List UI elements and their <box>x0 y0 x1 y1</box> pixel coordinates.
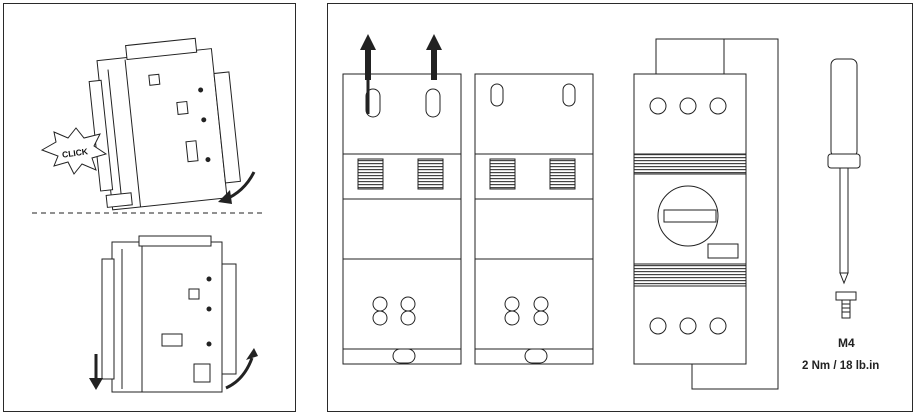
mounting-panel: CLICK <box>3 3 296 412</box>
screw-size-label: M4 <box>838 336 855 350</box>
up-arrow-icon <box>360 34 376 50</box>
down-arrow-icon <box>89 378 103 390</box>
installation-panel: M4 2 Nm / 18 lb.in <box>327 3 913 412</box>
click-burst-icon <box>40 127 108 175</box>
mounting-diagram <box>32 37 266 393</box>
tilted-device <box>88 37 241 211</box>
mounted-device <box>101 235 237 393</box>
torque-label: 2 Nm / 18 lb.in <box>802 360 880 372</box>
rotate-arrow-icon <box>246 348 258 360</box>
device-front-arrows <box>342 73 462 365</box>
up-arrow-icon <box>426 34 442 50</box>
device-with-handle <box>633 73 747 365</box>
screw-icon <box>835 291 857 319</box>
installation-diagram <box>342 34 861 390</box>
device-front <box>474 73 594 365</box>
screwdriver-icon <box>827 58 861 285</box>
